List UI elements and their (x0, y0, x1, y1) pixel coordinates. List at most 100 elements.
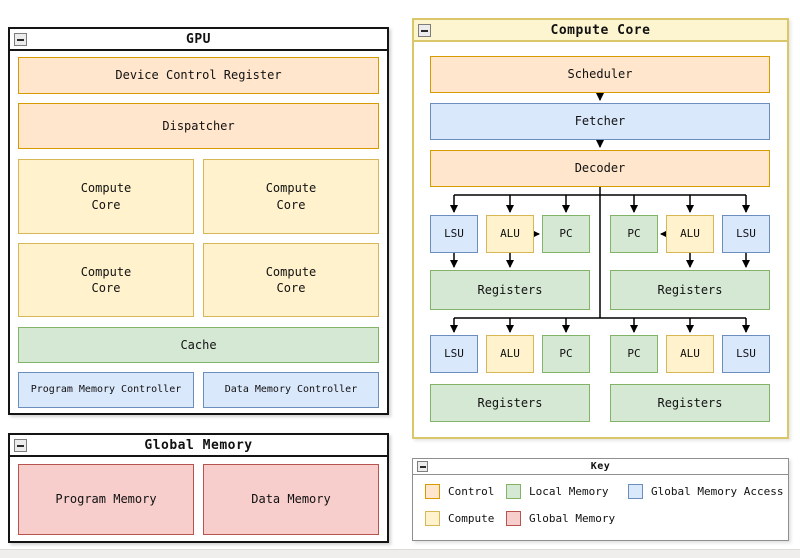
legend-item-global-memory: Global Memory (506, 510, 615, 526)
alu-label: ALU (680, 226, 700, 240)
compute-core-label: Compute Core (265, 264, 317, 295)
global-memory-window-title: Global Memory (144, 437, 253, 453)
lsu-box: LSU (722, 335, 770, 373)
compute-core-box: Compute Core (18, 243, 194, 317)
fetcher-label: Fetcher (574, 114, 626, 129)
legend-label: Control (448, 484, 495, 498)
legend-item-global-memory-access: Global Memory Access (628, 483, 783, 499)
key-title-bar: Key (413, 459, 788, 475)
control-color-swatch (425, 483, 440, 499)
window-key: Key Control Local Memory Global Memory A… (412, 458, 789, 541)
lsu-box: LSU (722, 215, 770, 253)
lsu-box: LSU (430, 215, 478, 253)
registers-label: Registers (657, 282, 723, 297)
global-memory-access-color-swatch (628, 483, 643, 499)
dispatcher-box: Dispatcher (18, 103, 379, 149)
pc-box: PC (610, 335, 658, 373)
pc-box: PC (542, 335, 590, 373)
alu-label: ALU (500, 226, 520, 240)
registers-box: Registers (610, 270, 770, 310)
pc-box: PC (542, 215, 590, 253)
minus-glyph (419, 465, 426, 468)
legend-label: Global Memory Access (651, 484, 784, 498)
data-memory-label: Data Memory (251, 492, 331, 507)
minus-glyph (17, 444, 24, 447)
device-control-register-label: Device Control Register (115, 68, 282, 83)
compute-core-label: Compute Core (265, 181, 317, 212)
legend-item-compute: Compute (425, 510, 494, 526)
lsu-label: LSU (736, 346, 756, 360)
fetcher-box: Fetcher (430, 103, 770, 140)
compute-core-box: Compute Core (18, 159, 194, 234)
global-memory-color-swatch (506, 510, 521, 526)
registers-box: Registers (430, 384, 590, 422)
compute-core-window-body: Scheduler Fetcher Decoder LSU ALU PC PC (414, 42, 787, 437)
pc-label: PC (627, 346, 641, 360)
cache-box: Cache (18, 327, 379, 363)
global-memory-title-bar: Global Memory (10, 435, 387, 457)
device-control-register-box: Device Control Register (18, 57, 379, 94)
minus-glyph (17, 38, 24, 41)
alu-box: ALU (486, 215, 534, 253)
alu-box: ALU (666, 335, 714, 373)
registers-label: Registers (477, 282, 543, 297)
lsu-label: LSU (444, 226, 464, 240)
decoder-box: Decoder (430, 150, 770, 187)
lsu-box: LSU (430, 335, 478, 373)
lsu-label: LSU (444, 346, 464, 360)
program-memory-controller-label: Program Memory Controller (30, 384, 182, 396)
key-window-body: Control Local Memory Global Memory Acces… (413, 475, 788, 540)
gpu-title-bar: GPU (10, 29, 387, 51)
cache-label: Cache (180, 337, 217, 352)
alu-label: ALU (680, 346, 700, 360)
compute-color-swatch (425, 510, 440, 526)
scheduler-label: Scheduler (567, 67, 633, 82)
dispatcher-label: Dispatcher (162, 118, 235, 133)
data-memory-box: Data Memory (203, 464, 379, 535)
data-memory-controller-label: Data Memory Controller (224, 384, 358, 396)
data-memory-controller-box: Data Memory Controller (203, 372, 379, 408)
minimize-icon[interactable] (417, 461, 428, 472)
gpu-window-title: GPU (186, 31, 211, 47)
key-window-title: Key (590, 461, 611, 472)
local-memory-color-swatch (506, 483, 521, 499)
scheduler-box: Scheduler (430, 56, 770, 93)
alu-label: ALU (500, 346, 520, 360)
minus-glyph (421, 29, 428, 32)
pc-box: PC (610, 215, 658, 253)
gpu-window-body: Device Control Register Dispatcher Compu… (10, 51, 387, 413)
legend-item-local-memory: Local Memory (506, 483, 608, 499)
alu-box: ALU (486, 335, 534, 373)
minimize-icon[interactable] (14, 439, 27, 452)
compute-core-box: Compute Core (203, 243, 379, 317)
minimize-icon[interactable] (418, 24, 431, 37)
program-memory-label: Program Memory (55, 492, 157, 507)
legend-item-control: Control (425, 483, 494, 499)
registers-box: Registers (430, 270, 590, 310)
minimize-icon[interactable] (14, 33, 27, 46)
compute-core-label: Compute Core (80, 181, 132, 212)
compute-core-box: Compute Core (203, 159, 379, 234)
window-gpu: GPU Device Control Register Dispatcher C… (8, 27, 389, 415)
compute-core-title-bar: Compute Core (414, 20, 787, 42)
registers-label: Registers (657, 395, 723, 410)
pc-label: PC (627, 226, 641, 240)
registers-box: Registers (610, 384, 770, 422)
pc-label: PC (559, 346, 573, 360)
lsu-label: LSU (736, 226, 756, 240)
window-global-memory: Global Memory Program Memory Data Memory (8, 433, 389, 543)
pc-label: PC (559, 226, 573, 240)
legend-label: Global Memory (529, 511, 616, 525)
registers-label: Registers (477, 395, 543, 410)
global-memory-window-body: Program Memory Data Memory (10, 457, 387, 541)
program-memory-box: Program Memory (18, 464, 194, 535)
window-compute-core: Compute Core (412, 18, 789, 439)
decoder-label: Decoder (574, 161, 626, 176)
canvas-page-edge (0, 549, 800, 558)
program-memory-controller-box: Program Memory Controller (18, 372, 194, 408)
compute-core-window-title: Compute Core (550, 22, 651, 38)
compute-core-label: Compute Core (80, 264, 132, 295)
legend-label: Local Memory (529, 484, 609, 498)
alu-box: ALU (666, 215, 714, 253)
